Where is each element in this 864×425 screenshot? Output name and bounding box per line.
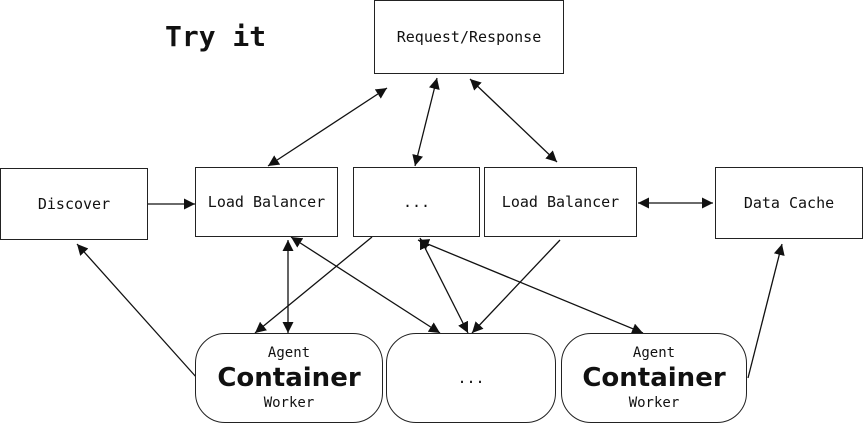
- ellipsis-label: ...: [402, 193, 431, 211]
- edge-ellipsis-mid-to-container-1: [254, 236, 373, 334]
- edge-load-balancer-2-to-container-mid: [471, 239, 561, 334]
- edge-ellipsis-mid-to-request-response: [412, 77, 440, 167]
- data-cache-box: Data Cache: [715, 167, 863, 239]
- container-1-agent-label: Agent: [267, 345, 311, 361]
- container-1-main-label: Container: [217, 363, 361, 393]
- request-response-label: Request/Response: [396, 28, 542, 46]
- container-box-2: Agent Container Worker: [561, 333, 747, 423]
- load-balancer-label-2: Load Balancer: [501, 193, 620, 211]
- load-balancer-box-2: Load Balancer: [484, 167, 637, 237]
- load-balancer-label-1: Load Balancer: [207, 193, 326, 211]
- container-box-1: Agent Container Worker: [195, 333, 383, 423]
- edge-container-1-to-discover: [76, 243, 198, 379]
- discover-box: Discover: [0, 168, 148, 240]
- container-2-worker-label: Worker: [628, 395, 680, 411]
- edge-ellipsis-mid-to-container-mid: [419, 237, 469, 334]
- container-box-mid: ...: [386, 333, 556, 423]
- container-1-worker-label: Worker: [263, 395, 315, 411]
- edges-layer: [76, 77, 785, 379]
- edge-container-2-to-data-cache: [747, 243, 785, 379]
- container-mid-label: ...: [457, 369, 485, 387]
- edge-ellipsis-mid-to-container-2: [417, 239, 644, 334]
- request-response-box: Request/Response: [374, 0, 564, 74]
- page-title: Try it: [165, 20, 267, 53]
- ellipsis-box: ...: [353, 167, 480, 237]
- edge-load-balancer-2-to-request-response: [469, 78, 558, 163]
- container-2-agent-label: Agent: [632, 345, 676, 361]
- discover-label: Discover: [37, 195, 111, 213]
- edge-load-balancer-1-to-request-response: [267, 87, 388, 167]
- data-cache-label: Data Cache: [743, 194, 835, 212]
- load-balancer-box-1: Load Balancer: [195, 167, 338, 237]
- container-2-main-label: Container: [582, 363, 726, 393]
- edge-load-balancer-1-to-container-mid: [290, 236, 441, 334]
